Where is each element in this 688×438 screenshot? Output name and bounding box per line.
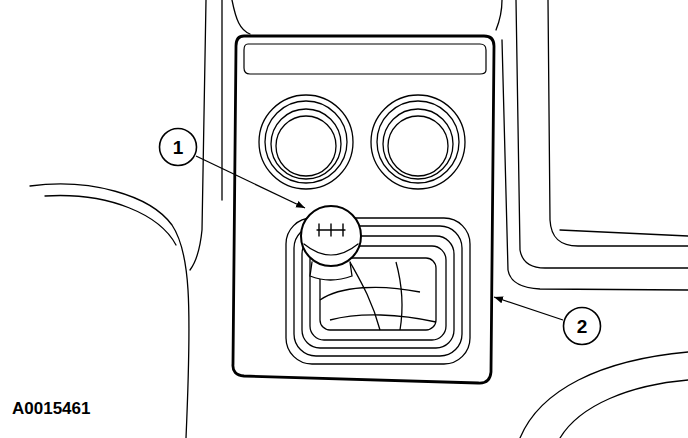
callout-circle-outline bbox=[160, 129, 197, 166]
console-bezel bbox=[233, 36, 494, 383]
callout-number: 2 bbox=[577, 317, 588, 336]
leader-lines bbox=[196, 156, 563, 320]
callout-number: 1 bbox=[173, 138, 184, 157]
cup-holders bbox=[259, 95, 465, 189]
callout-circle-outline bbox=[564, 308, 601, 345]
shift-knob bbox=[301, 206, 361, 280]
background-lines bbox=[30, 0, 688, 438]
callout-circle: 2 bbox=[562, 306, 602, 346]
figure-number: A0015461 bbox=[12, 400, 90, 417]
callout-circle: 1 bbox=[158, 127, 198, 167]
